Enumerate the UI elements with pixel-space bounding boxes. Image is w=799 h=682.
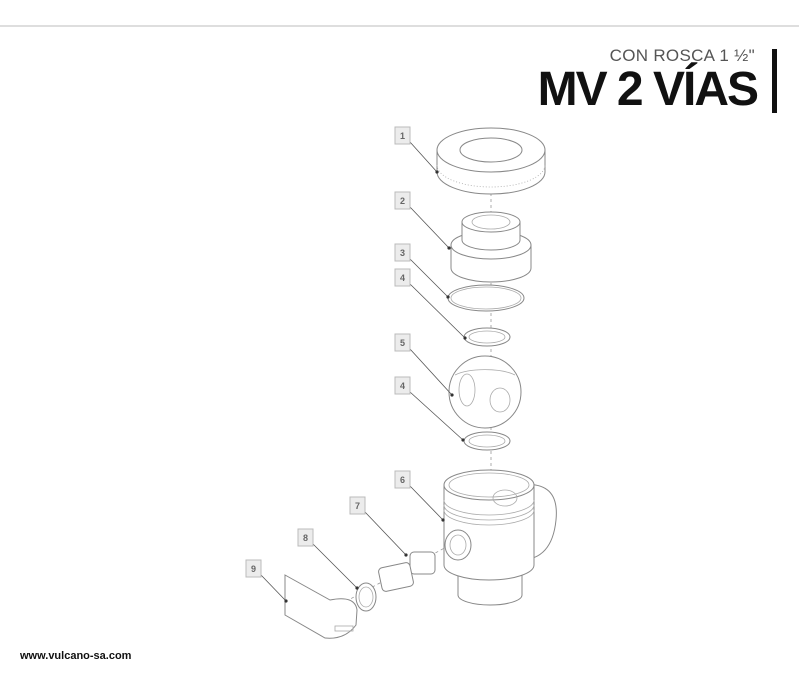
callout-1: 1 [394,126,411,145]
part-3-o-ring [447,284,525,312]
part-5-ball [448,355,522,429]
callout-2: 2 [394,191,411,210]
product-title: MV 2 VÍAS [537,63,759,116]
svg-text:2: 2 [400,196,405,206]
callout-7: 7 [349,496,366,515]
callout-6: 6 [394,470,411,489]
callout-4-bottom: 4 [394,376,411,395]
svg-text:6: 6 [400,475,405,485]
part-4-seat-ring-bottom [463,431,511,451]
part-2-tailpiece [450,211,532,283]
callout-9: 9 [245,559,262,578]
part-1-union-nut [436,127,546,195]
svg-text:8: 8 [303,533,308,543]
callout-8: 8 [297,528,314,547]
svg-text:9: 9 [251,564,256,574]
website-url[interactable]: www.vulcano-sa.com [20,650,132,662]
callout-3: 3 [394,243,411,262]
title-accent-bar [772,49,777,113]
part-4-seat-ring-top [463,327,511,347]
part-9-handle [284,574,358,639]
part-7-stem [378,551,436,592]
part-6-valve-body [443,469,557,606]
callout-5: 5 [394,333,411,352]
svg-text:4: 4 [400,273,405,283]
svg-text:3: 3 [400,248,405,258]
svg-text:4: 4 [400,381,405,391]
svg-text:7: 7 [355,501,360,511]
svg-text:1: 1 [400,131,405,141]
svg-text:5: 5 [400,338,405,348]
product-subtitle: CON ROSCA 1 ½" [609,46,755,65]
callout-4-top: 4 [394,268,411,287]
leader-lines [260,141,467,603]
top-divider [0,25,799,27]
